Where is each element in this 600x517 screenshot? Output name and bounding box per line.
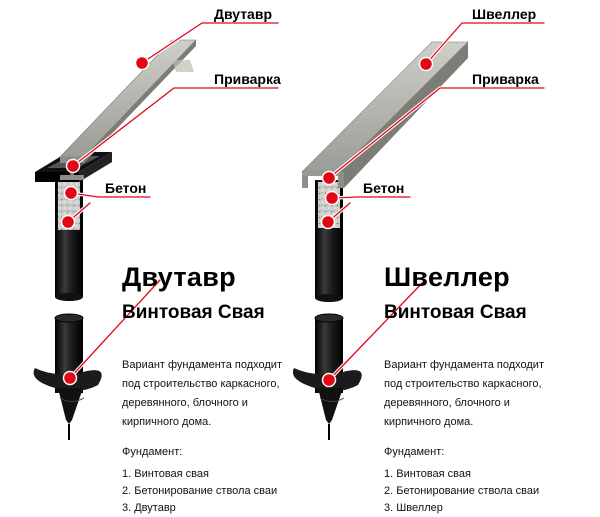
- right-callout-beam: Швеллер: [472, 6, 537, 22]
- list-item: 2. Бетонирование ствола сваи: [122, 485, 278, 497]
- markers: [60, 55, 434, 388]
- right-foundation-list: 1. Винтовая свая 2. Бетонирование ствола…: [384, 466, 539, 517]
- right-foundation-heading: Фундамент:: [384, 446, 445, 458]
- leader-right-weld: [328, 87, 545, 179]
- leader-right-beam: [425, 22, 545, 65]
- right-callout-concrete: Бетон: [363, 180, 405, 196]
- list-item: 1. Винтовая свая: [122, 468, 209, 480]
- right-subtitle: Винтовая Свая: [384, 302, 527, 323]
- marker-right-concrete-top: [324, 190, 340, 206]
- left-foundation-list: 1. Винтовая свая 2. Бетонирование ствола…: [122, 466, 277, 517]
- left-title: Двутавр: [122, 262, 236, 292]
- left-i-beam: [59, 39, 197, 180]
- marker-left-weld: [65, 158, 81, 174]
- right-description: Вариант фундамента подходит под строител…: [384, 359, 544, 428]
- leader-left-beam: [141, 22, 279, 64]
- leader-right-concrete: [331, 196, 411, 199]
- left-foundation-heading: Фундамент:: [122, 446, 183, 458]
- left-callout-concrete: Бетон: [105, 180, 147, 196]
- leader-left-concrete: [70, 192, 151, 198]
- right-callout-weld: Приварка: [472, 71, 539, 87]
- marker-left-beam: [134, 55, 150, 71]
- left-callout-weld: Приварка: [214, 71, 281, 87]
- right-title: Швеллер: [384, 262, 510, 292]
- list-item: 1. Винтовая свая: [384, 468, 471, 480]
- right-channel-beam: [301, 41, 469, 188]
- marker-right-concrete-bottom: [320, 214, 336, 230]
- marker-left-concrete-bottom: [60, 214, 76, 230]
- leader-right-pile: [328, 279, 426, 381]
- left-callout-beam: Двутавр: [214, 6, 272, 22]
- list-item: 3. Швеллер: [384, 502, 443, 514]
- marker-right-pile: [321, 372, 337, 388]
- leader-left-pile: [69, 279, 161, 379]
- marker-right-beam: [418, 56, 434, 72]
- marker-right-weld: [321, 170, 337, 186]
- leader-left-weld: [72, 87, 279, 167]
- list-item: 3. Двутавр: [122, 502, 176, 514]
- list-item: 2. Бетонирование ствола сваи: [384, 485, 540, 497]
- marker-left-concrete-top: [63, 185, 79, 201]
- marker-left-pile: [62, 370, 78, 386]
- left-illustration: [33, 39, 197, 440]
- left-subtitle: Винтовая Свая: [122, 302, 265, 323]
- left-description: Вариант фундамента подходит под строител…: [122, 359, 282, 428]
- leader-lines: [66, 21, 546, 382]
